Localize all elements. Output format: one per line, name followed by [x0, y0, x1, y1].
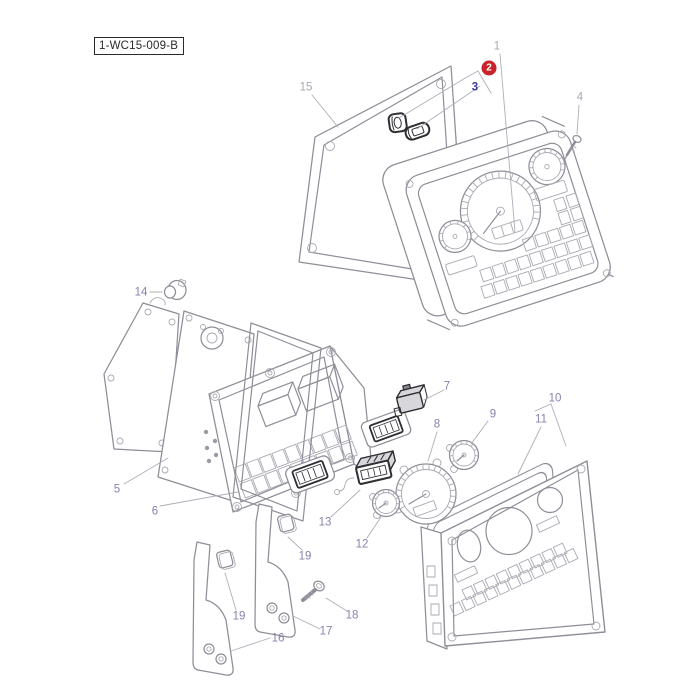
callout-16-bracket-left: 16 — [271, 632, 285, 645]
part-7-connector — [393, 383, 428, 418]
part-1-instrument-cluster — [382, 115, 614, 331]
part-5-rear-cover — [103, 297, 180, 453]
drawing-number-box: 1-WC15-009-B — [94, 37, 185, 55]
leader-lines — [123, 53, 580, 652]
callout-3-bulb: 3 — [471, 81, 479, 94]
part-16-bracket — [192, 541, 234, 676]
callout-17-bracket-right: 17 — [319, 625, 333, 638]
callout-4-screw: 4 — [576, 91, 584, 104]
callout-7-connector: 7 — [443, 380, 451, 393]
part-8-speedometer — [393, 458, 457, 525]
callout-2-bulb-holder: 2 — [481, 60, 497, 76]
callout-6-housing-seal: 6 — [151, 505, 159, 518]
part-12-small-gauge — [369, 488, 401, 519]
callout-13-connector-block: 13 — [318, 516, 332, 529]
callout-19-pad-left: 19 — [232, 610, 246, 623]
part-3-bulb — [404, 121, 431, 141]
callout-9-small-gauge: 9 — [489, 408, 497, 421]
part-19-pad-right — [277, 513, 297, 534]
part-13-connector-block — [334, 450, 396, 495]
callout-10-bezel-assembly: 10 — [548, 392, 562, 405]
callout-11-front-seal: 11 — [535, 413, 547, 426]
part-14-knob — [163, 278, 187, 301]
part-19-pad-left — [216, 549, 236, 570]
part-9-small-gauge — [446, 439, 480, 473]
callout-8-speedometer: 8 — [433, 418, 441, 431]
callout-12-small-gauge-2: 12 — [355, 538, 369, 551]
part-hour-meter-display — [285, 455, 336, 494]
callout-15-rear-seal: 15 — [299, 81, 313, 94]
part-2-bulb-holder — [387, 112, 408, 134]
part-10-front-bezel — [420, 460, 606, 650]
part-4-screw — [564, 134, 582, 160]
part-6-housing-seal — [232, 322, 322, 522]
callout-19-pad-right: 19 — [298, 550, 312, 563]
callout-5-rear-cover: 5 — [113, 483, 121, 496]
part-display-panel — [360, 409, 412, 448]
callout-18-bolt: 18 — [345, 609, 359, 622]
callout-14-knob: 14 — [134, 286, 148, 299]
callout-1-cluster-assembly: 1 — [493, 40, 501, 53]
part-18-bolt — [301, 580, 325, 602]
part-17-bracket — [254, 503, 296, 638]
